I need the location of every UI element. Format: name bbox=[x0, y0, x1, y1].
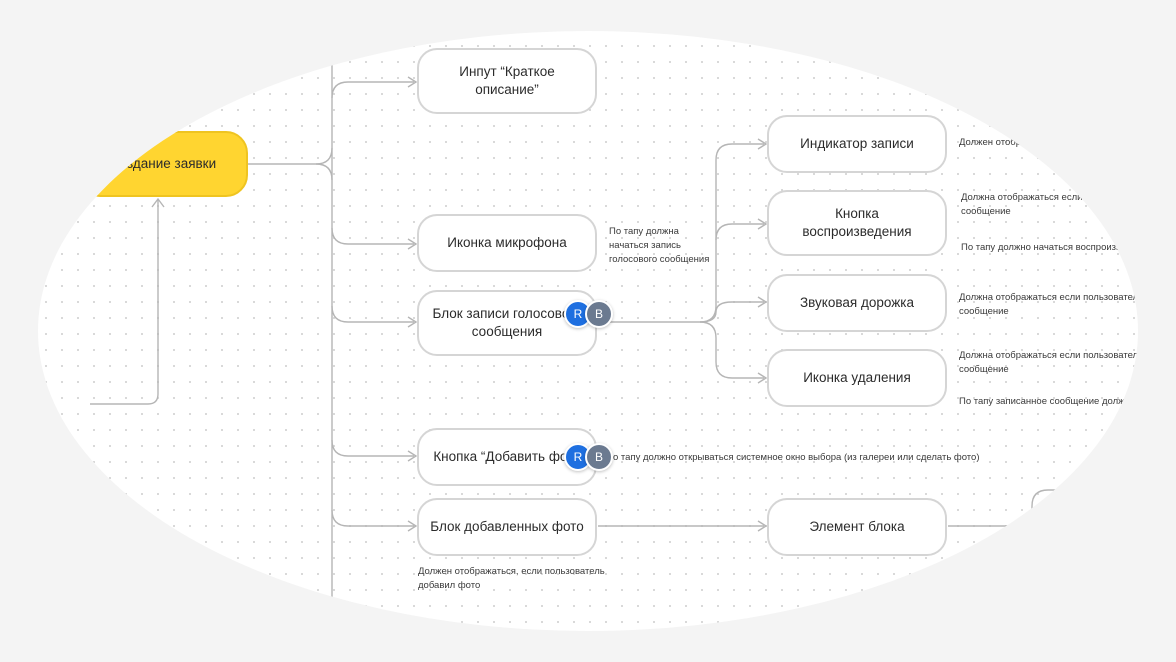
connector-voice bbox=[331, 305, 414, 323]
arrow-add-photo bbox=[407, 450, 418, 462]
connector-add-photo bbox=[331, 439, 414, 457]
note-delete-2: По тапу записанное сообщение должн bbox=[959, 396, 1130, 407]
connector-root-trunk bbox=[248, 147, 333, 165]
connector-trunk-mid bbox=[315, 163, 333, 181]
node-sound-track[interactable]: Звуковая дорожка bbox=[767, 274, 947, 332]
connector-mic bbox=[331, 227, 414, 245]
node-mic-icon[interactable]: Иконка микрофона bbox=[417, 214, 597, 272]
node-delete-icon[interactable]: Иконка удаления bbox=[767, 349, 947, 407]
avatar-b-photo[interactable]: B bbox=[585, 443, 613, 471]
node-play-button[interactable]: Кнопка воспроизведения bbox=[767, 190, 947, 256]
note-photos-block: Должен отображаться, если пользователь д… bbox=[418, 566, 605, 591]
arrow-play bbox=[757, 218, 768, 230]
node-record-indicator[interactable]: Индикатор записи bbox=[767, 115, 947, 173]
note-mic: По тапу должна начаться запись голосовог… bbox=[609, 226, 710, 265]
connector-track bbox=[699, 301, 764, 323]
connector-play bbox=[715, 223, 764, 241]
note-delete-1: Должна отображаться если пользовател соо… bbox=[959, 350, 1139, 375]
arrow-short-description bbox=[407, 76, 418, 88]
arrow-delete bbox=[757, 372, 768, 384]
arrow-track bbox=[757, 296, 768, 308]
note-play-2: По тапу должно начаться воспроизвед bbox=[961, 242, 1132, 253]
root-node[interactable]: Создание заявки bbox=[78, 131, 248, 197]
note-record-indicator: Должен отображаться пр bbox=[959, 137, 1070, 148]
node-short-description[interactable]: Инпут “Краткое описание” bbox=[417, 48, 597, 114]
arrow-photos bbox=[407, 520, 418, 532]
node-photos-block[interactable]: Блок добавленных фото bbox=[417, 498, 597, 556]
node-add-photo-button[interactable]: Кнопка “Добавить фото bbox=[417, 428, 597, 486]
note-play-1: Должна отображаться если пользов сообщен… bbox=[961, 192, 1121, 217]
connector-delete bbox=[699, 321, 764, 379]
arrow-root-up bbox=[151, 197, 165, 208]
note-add-photo: о тапу должно открываться системное окно… bbox=[613, 452, 980, 463]
arrow-voice bbox=[407, 316, 418, 328]
connector-photos bbox=[331, 509, 414, 527]
arrow-block-element bbox=[757, 520, 768, 532]
avatar-b-voice[interactable]: B bbox=[585, 300, 613, 328]
arrow-mic bbox=[407, 238, 418, 250]
node-block-element[interactable]: Элемент блока bbox=[767, 498, 947, 556]
connector-block-element-out bbox=[948, 489, 1084, 527]
connector-block-element-down bbox=[1015, 525, 1033, 560]
note-sound-track: Должна отображаться если пользовател соо… bbox=[959, 292, 1139, 317]
arrow-record-indicator bbox=[757, 138, 768, 150]
connector-short-description bbox=[331, 81, 414, 99]
connector-root-loop bbox=[90, 200, 159, 405]
